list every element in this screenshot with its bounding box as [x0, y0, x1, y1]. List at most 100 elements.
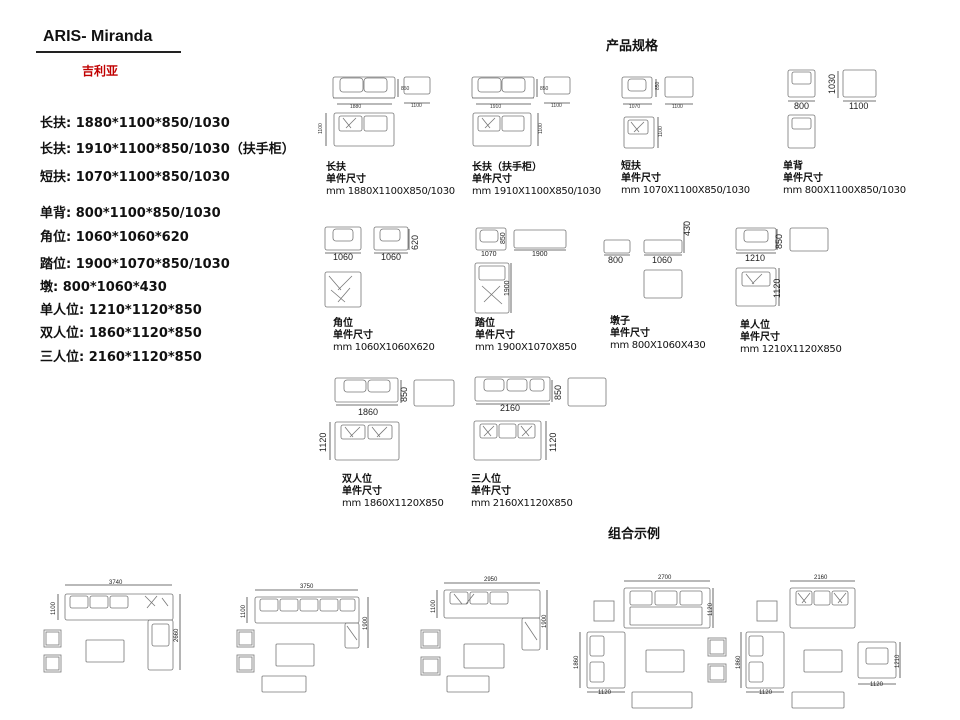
dim-label: 1120: [318, 433, 328, 452]
dim-label: 1880: [350, 104, 361, 110]
product-unit-label: 单件尺寸: [472, 174, 512, 185]
product-caption: 单人位 单件尺寸 mm 1210X1120X850: [740, 320, 842, 356]
dim-label: 1100: [318, 123, 324, 134]
spec-line: 单人位: 1210*1120*850: [40, 303, 202, 318]
product-drawing-single-seat: 1210 850 1120: [735, 227, 829, 307]
product-drawing-long-arm: 1880 850 1100 1100: [318, 76, 431, 147]
product-unit-label: 单件尺寸: [740, 332, 780, 343]
dim-label: 850: [399, 387, 409, 402]
dim-label: 1210: [895, 654, 901, 668]
product-name: 双人位: [342, 474, 372, 485]
dim-label: 2700: [658, 575, 672, 581]
product-dimensions: mm 800X1100X850/1030: [783, 185, 906, 196]
spec-line: 角位: 1060*1060*620: [40, 230, 189, 245]
dim-label: 1100: [411, 103, 422, 109]
dim-label: 1900: [542, 614, 548, 628]
combo-drawing-1: 3740 1100 2660: [43, 580, 181, 673]
product-caption: 双人位 单件尺寸 mm 1860X1120X850: [342, 474, 444, 510]
dim-label: 850: [500, 232, 507, 244]
product-name: 单人位: [740, 320, 770, 331]
brand-subtitle: 吉利亚: [82, 64, 119, 78]
dim-label: 800: [794, 101, 809, 111]
product-name: 墩子: [610, 316, 630, 327]
product-drawing-two-seat: 1860 850 1120: [318, 377, 455, 461]
dim-label: 1100: [431, 599, 437, 613]
dim-label: 1900: [504, 280, 511, 296]
dim-label: 1860: [736, 655, 742, 669]
spec-line: 单背: 800*1100*850/1030: [40, 206, 221, 221]
dim-label: 800: [608, 255, 623, 265]
combo-drawing-2: 3750 1100 1900: [236, 584, 369, 693]
dim-label: 1900: [532, 251, 548, 258]
product-drawing-chaise: 1070 850 1900 1900: [474, 227, 567, 314]
dim-label: 1120: [759, 690, 773, 696]
product-name: 单背: [783, 161, 803, 172]
product-drawing-short-arm: 1070 850 1100 1100: [621, 76, 694, 149]
dim-label: 2160: [500, 403, 520, 413]
combo-drawing-3: 2950 1100 1900: [420, 577, 548, 693]
product-dimensions: mm 1070X1100X850/1030: [621, 185, 750, 196]
product-dimensions: mm 1210X1120X850: [740, 344, 842, 355]
product-dimensions: mm 1910X1100X850/1030: [472, 186, 601, 197]
product-caption: 短扶 单件尺寸 mm 1070X1100X850/1030: [621, 161, 750, 197]
dim-label: 3750: [300, 584, 314, 590]
product-drawing-ottoman: 800 1060 430: [603, 221, 692, 299]
spec-line: 墩: 800*1060*430: [40, 280, 167, 295]
product-name: 长扶: [326, 162, 346, 173]
spec-line: 短扶: 1070*1100*850/1030: [40, 170, 230, 185]
product-drawing-corner: 1060 1060 620: [324, 226, 420, 308]
brand-divider: [36, 51, 181, 53]
dim-label: 1060: [652, 255, 672, 265]
spec-line: 长扶: 1910*1100*850/1030（扶手柜）: [40, 142, 295, 157]
combo-drawing-4: 2700 1120 1860 1120: [574, 575, 727, 709]
product-drawing-long-arm-cabinet: 1910 850 1100 1100: [471, 76, 571, 147]
product-caption: 墩子 单件尺寸 mm 800X1060X430: [610, 316, 706, 352]
product-unit-label: 单件尺寸: [621, 173, 661, 184]
product-name: 三人位: [471, 474, 501, 485]
dim-label: 1120: [708, 602, 714, 616]
product-name: 角位: [333, 318, 353, 329]
product-unit-label: 单件尺寸: [475, 330, 515, 341]
dim-label: 850: [401, 86, 410, 92]
dim-label: 1100: [51, 601, 57, 615]
product-unit-label: 单件尺寸: [326, 174, 366, 185]
product-dimensions: mm 800X1060X430: [610, 340, 706, 351]
dim-label: 1100: [241, 604, 247, 618]
product-unit-label: 单件尺寸: [783, 173, 823, 184]
product-dimensions: mm 1860X1120X850: [342, 498, 444, 509]
dim-label: 620: [410, 235, 420, 250]
dim-label: 2160: [814, 575, 828, 581]
product-caption: 三人位 单件尺寸 mm 2160X1120X850: [471, 474, 573, 510]
dim-label: 2660: [174, 628, 180, 642]
product-unit-label: 单件尺寸: [610, 328, 650, 339]
section-title-specs: 产品规格: [606, 39, 659, 54]
dim-label: 1210: [745, 253, 765, 263]
dim-label: 1100: [849, 101, 868, 111]
section-title-combos: 组合示例: [608, 527, 661, 542]
product-dimensions: mm 1880X1100X850/1030: [326, 186, 455, 197]
dim-label: 850: [553, 385, 563, 400]
spec-line: 双人位: 1860*1120*850: [40, 326, 202, 341]
product-caption: 长扶 单件尺寸 mm 1880X1100X850/1030: [326, 162, 455, 198]
dim-label: 1060: [381, 252, 401, 262]
product-drawing-single-back: 800 1030 1100: [787, 69, 877, 149]
dim-label: 1070: [629, 104, 640, 110]
dim-label: 1120: [598, 690, 612, 696]
dim-label: 1120: [772, 279, 782, 298]
product-name: 长扶（扶手柜）: [472, 162, 542, 173]
product-dimensions: mm 2160X1120X850: [471, 498, 573, 509]
product-name: 短扶: [621, 161, 641, 172]
dim-label: 1860: [358, 407, 378, 417]
spec-line: 长扶: 1880*1100*850/1030: [40, 116, 230, 131]
product-dimensions: mm 1900X1070X850: [475, 342, 577, 353]
dim-label: 1120: [870, 682, 884, 688]
dim-label: 2950: [484, 577, 498, 583]
product-caption: 角位 单件尺寸 mm 1060X1060X620: [333, 318, 435, 354]
product-caption: 踏位 单件尺寸 mm 1900X1070X850: [475, 318, 577, 354]
dim-label: 1070: [481, 251, 497, 258]
dim-label: 1900: [363, 616, 369, 630]
dim-label: 430: [682, 221, 692, 236]
dim-label: 1100: [672, 104, 683, 110]
dim-label: 1100: [538, 123, 544, 134]
